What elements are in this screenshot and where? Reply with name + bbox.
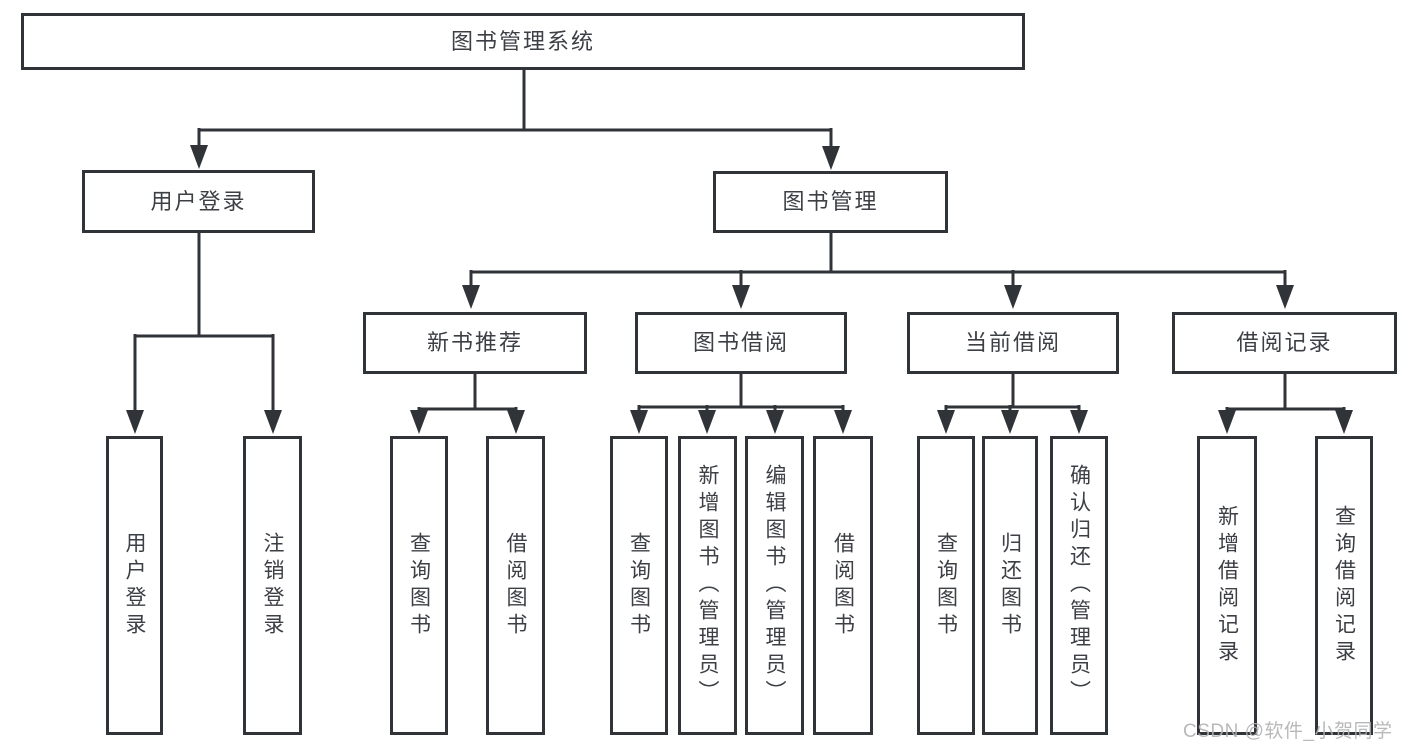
node-book-management: 图书管理 xyxy=(713,171,948,233)
node-cb-confirm-return-admin: 确认归还（管理员） xyxy=(1050,436,1108,735)
node-br-add-record: 新增借阅记录 xyxy=(1197,436,1257,735)
node-bb-edit-books-admin: 编辑图书（管理员） xyxy=(745,436,804,735)
node-library-management-system: 图书管理系统 xyxy=(21,13,1025,70)
node-new-book-recommend: 新书推荐 xyxy=(363,312,587,374)
node-bb-add-books-admin: 新增图书（管理员） xyxy=(678,436,737,735)
node-borrowing-records: 借阅记录 xyxy=(1172,312,1397,374)
node-br-query-record: 查询借阅记录 xyxy=(1315,436,1373,735)
watermark: CSDN @软件_小贺同学 xyxy=(1183,721,1393,742)
node-book-borrowing: 图书借阅 xyxy=(635,312,847,374)
node-login: 用户登录 xyxy=(106,436,163,735)
node-nb-borrow-books: 借阅图书 xyxy=(486,436,545,735)
node-cb-return-books: 归还图书 xyxy=(982,436,1038,735)
node-current-borrowing: 当前借阅 xyxy=(907,312,1119,374)
node-logout: 注销登录 xyxy=(243,436,302,735)
node-bb-borrow-books: 借阅图书 xyxy=(813,436,873,735)
node-nb-query-books: 查询图书 xyxy=(390,436,448,735)
node-bb-query-books: 查询图书 xyxy=(610,436,668,735)
node-cb-query-books: 查询图书 xyxy=(917,436,975,735)
arrowheads xyxy=(126,145,1353,434)
node-user-login: 用户登录 xyxy=(82,170,315,233)
